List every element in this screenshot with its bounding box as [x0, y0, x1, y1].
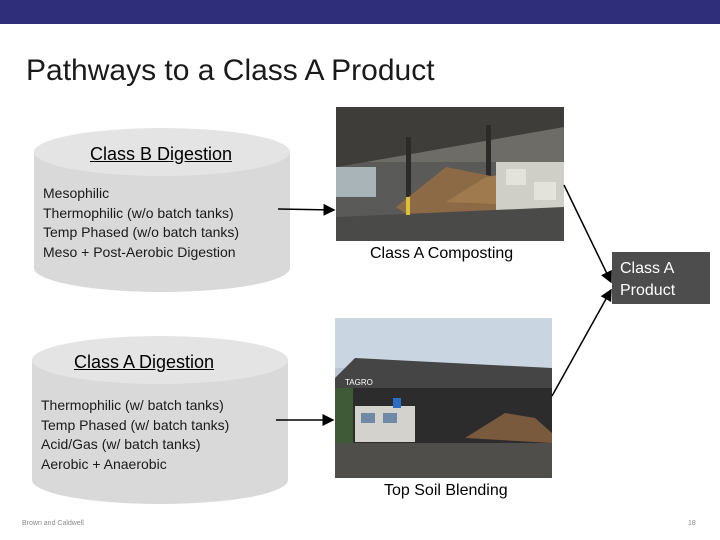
- list-item: Mesophilic: [43, 185, 110, 201]
- blending-caption: Top Soil Blending: [384, 482, 508, 499]
- list-item: Temp Phased (w/o batch tanks): [43, 224, 240, 240]
- list-item: Thermophilic (w/o batch tanks): [43, 204, 234, 221]
- slide-title: Pathways to a Class A Product: [26, 54, 435, 87]
- arrow-composting-to-product: [563, 184, 612, 284]
- svg-text:TAGRO: TAGRO: [345, 378, 373, 387]
- arrow-blending-to-product: [551, 288, 612, 397]
- topsoil-facility-photo: TAGRO: [335, 318, 552, 478]
- product-line-1: Class A: [620, 260, 675, 277]
- list-item: Meso + Post-Aerobic Digestion: [43, 243, 236, 260]
- class-a-cylinder: Class A Digestion Thermophilic (w/ batch…: [32, 336, 288, 504]
- top-banner: [0, 0, 720, 24]
- class-a-list: Thermophilic (w/ batch tanks) Temp Phase…: [41, 396, 229, 474]
- list-item: Temp Phased (w/ batch tanks): [41, 416, 230, 433]
- class-a-heading: Class A Digestion: [74, 352, 215, 372]
- list-item: Acid/Gas (w/ batch tanks): [41, 436, 201, 452]
- list-item: Aerobic + Anaerobic: [41, 455, 167, 472]
- composting-caption: Class A Composting: [370, 245, 514, 262]
- class-b-cylinder: Class B Digestion Mesophilic Thermophili…: [34, 128, 290, 292]
- list-item: Thermophilic (w/ batch tanks): [41, 397, 224, 413]
- product-line-2: Product: [620, 282, 676, 299]
- class-b-list: Mesophilic Thermophilic (w/o batch tanks…: [43, 184, 239, 262]
- class-a-product-box: Class A Product: [612, 252, 710, 304]
- page-number: 18: [688, 520, 696, 527]
- footer-company: Brown and Caldwell: [22, 520, 84, 527]
- compost-facility-photo: [336, 107, 564, 241]
- class-b-heading: Class B Digestion: [90, 144, 233, 164]
- arrow-class-b-to-composting: [277, 203, 336, 216]
